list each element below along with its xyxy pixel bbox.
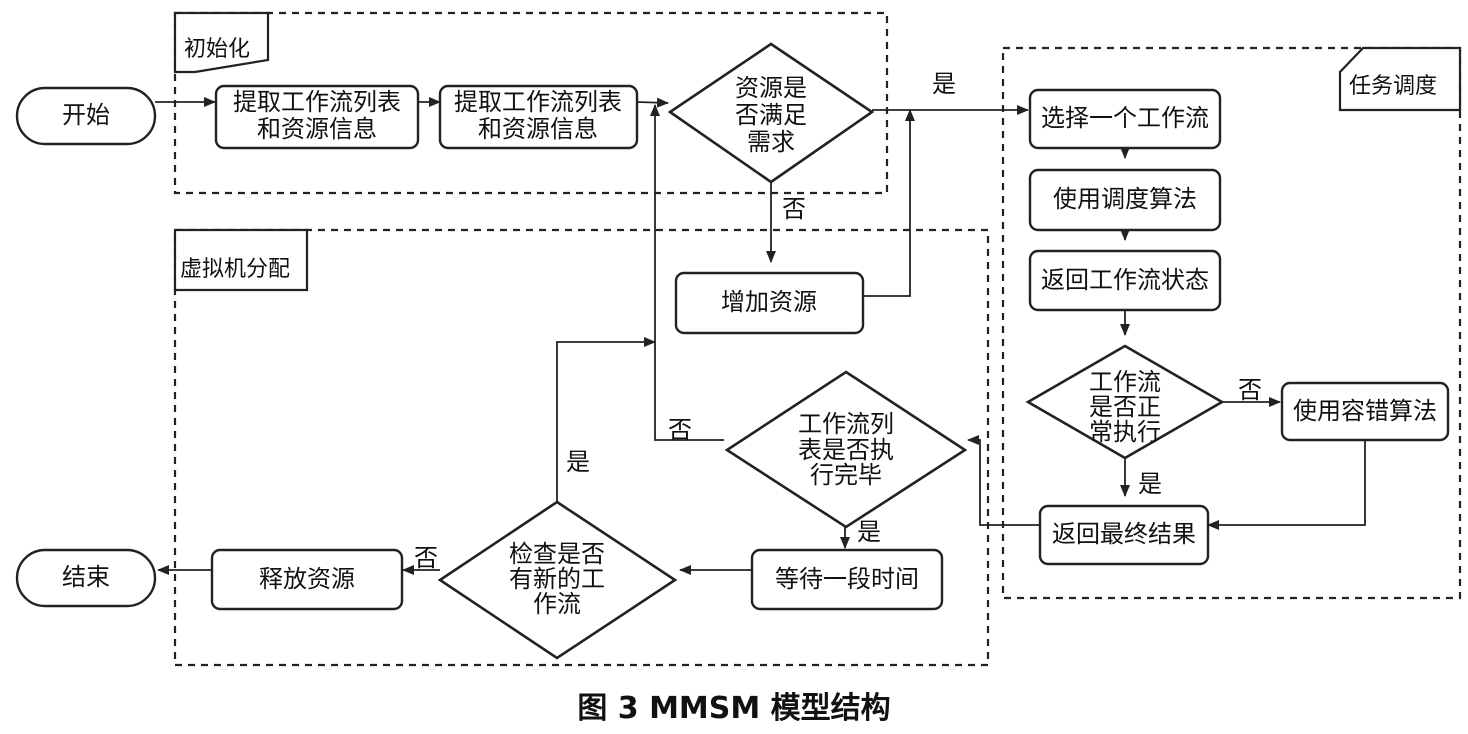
list-done-diamond: 工作流列 表是否执 行完毕 xyxy=(724,370,968,529)
region-task-label: 任务调度 xyxy=(1349,74,1437,99)
list-done-line-2: 表是否执 xyxy=(798,436,894,464)
list-done-line-3: 行完毕 xyxy=(810,461,882,489)
region-init-label: 初始化 xyxy=(184,37,250,62)
new-workflow-line-2: 有新的工 xyxy=(509,565,605,593)
return-status-label: 返回工作流状态 xyxy=(1041,266,1209,294)
edge-label-normal-no: 否 xyxy=(1238,376,1262,404)
edge-labels: 是 否 否 是 否 是 是 否 xyxy=(414,70,1262,572)
edge-label-new-no: 否 xyxy=(414,544,438,572)
edge-label-new-yes: 是 xyxy=(566,448,590,476)
edge-newcheck-yes-up xyxy=(556,337,656,502)
start-label: 开始 xyxy=(62,101,110,129)
resource-check-line-3: 需求 xyxy=(747,128,795,156)
start-terminal: 开始 xyxy=(15,86,157,146)
figure-caption: 图 3 MMSM 模型结构 xyxy=(577,691,890,726)
wait-label: 等待一段时间 xyxy=(775,565,919,593)
resource-check-line-1: 资源是 xyxy=(735,74,807,102)
add-resource-box: 增加资源 xyxy=(674,271,865,335)
list-done-line-1: 工作流列 xyxy=(798,410,894,438)
region-task: 任务调度 xyxy=(1001,46,1462,600)
new-workflow-line-1: 检查是否 xyxy=(509,540,605,568)
normal-check-line-3: 常执行 xyxy=(1089,418,1161,446)
edge-label-list-yes: 是 xyxy=(857,518,881,546)
region-vm: 虚拟机分配 xyxy=(173,228,990,667)
resource-check-line-2: 否满足 xyxy=(735,101,807,129)
normal-check-diamond: 工作流 是否正 常执行 xyxy=(1025,344,1225,460)
edge-result-listdone xyxy=(967,435,1040,526)
return-status-box: 返回工作流状态 xyxy=(1028,249,1222,312)
edge-label-resource-no: 否 xyxy=(782,195,806,223)
use-scheduler-box: 使用调度算法 xyxy=(1028,168,1222,232)
release-label: 释放资源 xyxy=(259,565,355,593)
extract-box-1: 提取工作流列表 和资源信息 xyxy=(214,84,420,150)
new-workflow-line-3: 作流 xyxy=(533,590,581,618)
resource-check-diamond: 资源是 否满足 需求 xyxy=(667,42,875,184)
return-result-box: 返回最终结果 xyxy=(1038,504,1210,566)
add-resource-label: 增加资源 xyxy=(721,288,817,316)
normal-check-line-1: 工作流 xyxy=(1089,368,1161,396)
extract-box-1-line-2: 和资源信息 xyxy=(257,115,377,143)
select-workflow-box: 选择一个工作流 xyxy=(1028,88,1222,150)
region-init: 初始化 xyxy=(173,11,889,195)
edge-label-normal-yes: 是 xyxy=(1138,470,1162,498)
release-box: 释放资源 xyxy=(210,548,404,611)
region-vm-label: 虚拟机分配 xyxy=(180,257,290,282)
edges xyxy=(155,97,1366,575)
edge-label-list-no: 否 xyxy=(668,416,692,444)
end-terminal: 结束 xyxy=(15,548,157,608)
new-workflow-diamond: 检查是否 有新的工 作流 xyxy=(437,500,678,660)
return-result-label: 返回最终结果 xyxy=(1052,520,1196,548)
extract-box-2-line-1: 提取工作流列表 xyxy=(454,88,622,116)
extract-box-2: 提取工作流列表 和资源信息 xyxy=(438,84,639,150)
edge-add-back-resource xyxy=(863,109,915,297)
edge-label-resource-yes: 是 xyxy=(932,70,956,98)
fault-tolerance-label: 使用容错算法 xyxy=(1293,397,1437,425)
extract-box-1-line-1: 提取工作流列表 xyxy=(233,88,401,116)
use-scheduler-label: 使用调度算法 xyxy=(1053,185,1197,213)
extract-box-2-line-2: 和资源信息 xyxy=(478,115,598,143)
select-workflow-label: 选择一个工作流 xyxy=(1041,104,1209,132)
end-label: 结束 xyxy=(62,563,110,591)
edge-extract2-resource xyxy=(636,97,669,108)
edge-listdone-no-resource xyxy=(650,104,724,441)
wait-box: 等待一段时间 xyxy=(750,548,944,611)
edge-fault-result xyxy=(1207,440,1366,530)
normal-check-line-2: 是否正 xyxy=(1089,393,1161,421)
fault-tolerance-box: 使用容错算法 xyxy=(1280,381,1450,442)
